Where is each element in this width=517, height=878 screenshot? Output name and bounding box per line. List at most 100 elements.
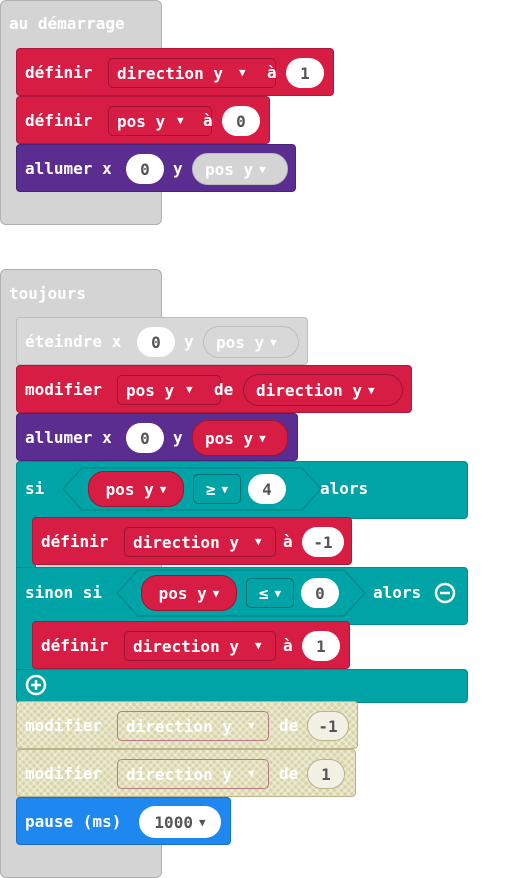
y-label: y [173, 159, 183, 178]
variable-name: pos y [205, 159, 254, 179]
then-label: alors [320, 479, 369, 498]
x-input[interactable]: 0 [137, 327, 175, 357]
dropdown-arrow-icon: ▼ [270, 335, 277, 349]
set-keyword: définir [25, 63, 93, 82]
change-keyword: modifier [25, 764, 103, 783]
variable-name: direction y [126, 717, 232, 736]
y-variable-reporter[interactable]: pos y ▼ [192, 420, 288, 456]
variable-dropdown[interactable]: direction y ▼ [117, 711, 269, 741]
unplot-keyword: éteindre x [25, 332, 122, 351]
value-input[interactable]: 0 [222, 106, 260, 136]
dropdown-arrow-icon: ▼ [198, 815, 206, 829]
change-keyword: modifier [25, 716, 103, 735]
dropdown-arrow-icon: ▼ [177, 114, 184, 127]
dropdown-arrow-icon: ▼ [274, 586, 282, 600]
right-value-input[interactable]: 4 [248, 474, 286, 504]
dropdown-arrow-icon: ▼ [255, 535, 262, 548]
x-input[interactable]: 0 [126, 154, 164, 184]
dropdown-arrow-icon: ▼ [186, 383, 193, 396]
variable-name: pos y [117, 112, 166, 131]
variable-name: pos y [216, 332, 265, 352]
to-label: à [283, 636, 293, 655]
operator-dropdown[interactable]: ≤ ▼ [246, 578, 294, 608]
set-direction-y-block[interactable]: définir direction y ▼ à 1 [32, 621, 350, 669]
left-variable-reporter[interactable]: pos y ▼ [141, 575, 237, 611]
y-label: y [184, 332, 194, 351]
set-direction-y-block[interactable]: définir direction y ▼ à -1 [32, 517, 352, 565]
pause-block[interactable]: pause (ms) 1000 ▼ [16, 797, 231, 845]
operator-symbol: ≤ [258, 583, 269, 603]
dropdown-arrow-icon: ▼ [259, 431, 266, 445]
dropdown-arrow-icon: ▼ [221, 482, 229, 496]
variable-dropdown[interactable]: pos y ▼ [108, 106, 212, 136]
operator-dropdown[interactable]: ≥ ▼ [193, 474, 241, 504]
by-label: de [214, 380, 234, 399]
to-label: à [283, 532, 293, 551]
left-variable-reporter[interactable]: pos y ▼ [88, 471, 184, 507]
dropdown-arrow-icon: ▼ [159, 482, 167, 496]
dropdown-arrow-icon: ▼ [259, 162, 266, 176]
value-input[interactable]: 1 [286, 58, 324, 88]
remove-circle-icon[interactable] [434, 582, 456, 604]
value-input[interactable]: -1 [307, 711, 349, 741]
y-label: y [173, 428, 183, 447]
change-direction-y-block-disabled[interactable]: modifier direction y ▼ de -1 [16, 701, 358, 749]
set-pos-y-block[interactable]: définir pos y ▼ à 0 [16, 96, 270, 144]
else-if-label: sinon si [25, 583, 103, 602]
variable-dropdown[interactable]: direction y ▼ [117, 759, 269, 789]
value-variable-reporter[interactable]: direction y ▼ [243, 374, 403, 406]
then-label: alors [373, 583, 422, 602]
variable-name: pos y [105, 479, 154, 499]
to-label: à [203, 111, 213, 130]
operator-symbol: ≥ [205, 479, 216, 499]
by-label: de [279, 764, 299, 783]
dropdown-arrow-icon: ▼ [248, 719, 255, 732]
variable-dropdown[interactable]: direction y ▼ [124, 527, 276, 557]
dropdown-arrow-icon: ▼ [212, 586, 220, 600]
variable-name: direction y [133, 637, 239, 656]
variable-name: direction y [126, 765, 232, 784]
change-pos-y-block[interactable]: modifier pos y ▼ de direction y ▼ [16, 365, 412, 413]
variable-dropdown[interactable]: direction y ▼ [124, 631, 276, 661]
variable-name: pos y [205, 428, 254, 448]
plot-keyword: allumer x [25, 159, 112, 178]
dropdown-arrow-icon: ▼ [255, 639, 262, 652]
variable-name: direction y [133, 533, 239, 552]
right-value-input[interactable]: 0 [301, 578, 339, 608]
plot-block[interactable]: allumer x 0 y pos y ▼ [16, 413, 298, 461]
add-circle-icon[interactable] [25, 674, 47, 696]
plot-block[interactable]: allumer x 0 y pos y ▼ [16, 144, 296, 192]
dropdown-arrow-icon: ▼ [239, 66, 246, 79]
variable-name: pos y [158, 583, 207, 603]
variable-dropdown[interactable]: direction y ▼ [108, 58, 276, 88]
dropdown-arrow-icon: ▼ [248, 767, 255, 780]
pause-duration-dropdown[interactable]: 1000 ▼ [139, 806, 221, 838]
on-start-label: au démarrage [9, 14, 125, 33]
value-input[interactable]: 1 [302, 631, 340, 661]
set-direction-y-block[interactable]: définir direction y ▼ à 1 [16, 48, 334, 96]
pause-keyword: pause (ms) [25, 812, 122, 831]
unplot-block[interactable]: éteindre x 0 y pos y ▼ [16, 317, 308, 365]
if-label: si [25, 479, 45, 498]
change-keyword: modifier [25, 380, 103, 399]
to-label: à [267, 63, 277, 82]
set-keyword: définir [25, 111, 93, 130]
variable-name: direction y [256, 380, 362, 400]
if-block-footer[interactable] [16, 669, 468, 703]
variable-name: pos y [126, 381, 175, 400]
plot-keyword: allumer x [25, 428, 112, 447]
by-label: de [279, 716, 299, 735]
set-keyword: définir [41, 636, 109, 655]
variable-dropdown[interactable]: pos y ▼ [117, 375, 221, 405]
value-input[interactable]: -1 [302, 527, 344, 557]
variable-name: direction y [117, 64, 223, 83]
value-input[interactable]: 1 [307, 759, 345, 789]
y-variable-reporter[interactable]: pos y ▼ [203, 326, 299, 358]
set-keyword: définir [41, 532, 109, 551]
x-input[interactable]: 0 [126, 423, 164, 453]
forever-label: toujours [9, 284, 87, 303]
change-direction-y-block-disabled[interactable]: modifier direction y ▼ de 1 [16, 749, 356, 797]
dropdown-arrow-icon: ▼ [367, 383, 375, 397]
y-variable-reporter[interactable]: pos y ▼ [192, 153, 288, 185]
pause-duration-value: 1000 [154, 812, 193, 832]
